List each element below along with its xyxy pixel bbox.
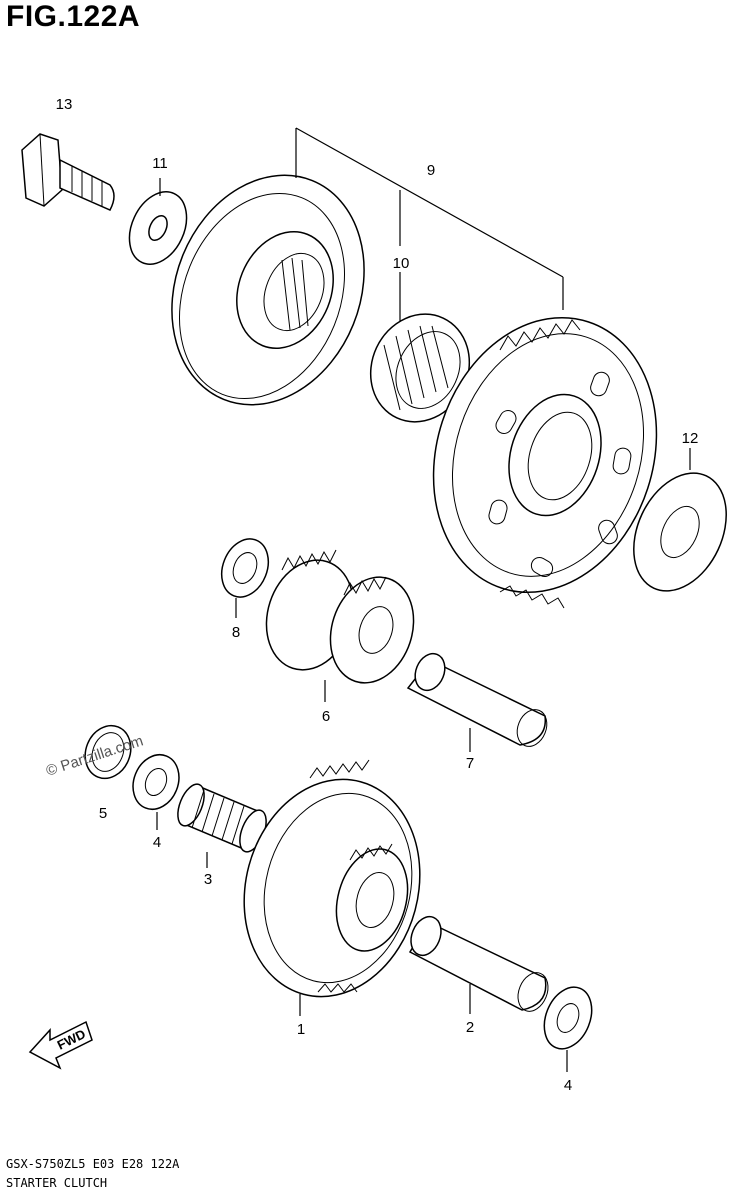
figure-title: FIG.122A: [6, 0, 141, 33]
leader-lines: [156, 127, 691, 1072]
washer-8: [220, 538, 270, 598]
callout-6: 6: [322, 708, 330, 725]
washer-12: [633, 472, 727, 592]
callout-10: 10: [393, 255, 410, 272]
starter-clutch-housing-9: [171, 174, 365, 406]
starter-drive-gear-1: [243, 759, 421, 998]
circlip-5: [84, 724, 132, 780]
starter-driven-gear: [432, 316, 658, 609]
callout-4-upper: 4: [153, 834, 161, 851]
shaft-7: [406, 652, 548, 747]
callout-labels: 13 11 9 10 12 8 6 7 5 4 3 1 2 4: [56, 96, 699, 1094]
callout-3: 3: [204, 871, 212, 888]
needle-bearing-10: [369, 313, 471, 423]
callout-4-lower: 4: [564, 1077, 572, 1094]
callout-1: 1: [297, 1021, 305, 1038]
idle-gear-6: [265, 549, 415, 684]
callout-9: 9: [427, 162, 435, 179]
callout-13: 13: [56, 96, 73, 113]
needle-bearing-3: [177, 783, 267, 853]
callout-12: 12: [682, 430, 699, 447]
washer-11: [128, 191, 188, 265]
fwd-arrow-icon: FWD: [28, 1020, 93, 1070]
callout-11: 11: [152, 155, 168, 172]
washer-4-lower: [543, 986, 593, 1050]
bolt-13: [21, 133, 115, 211]
model-code-caption: GSX-S750ZL5 E03 E28 122A: [6, 1157, 180, 1171]
callout-2: 2: [466, 1019, 474, 1036]
callout-8: 8: [232, 624, 240, 641]
washer-4-upper: [132, 754, 180, 810]
callout-7: 7: [466, 755, 474, 772]
section-name-caption: STARTER CLUTCH: [6, 1176, 108, 1190]
shaft-2: [408, 915, 549, 1012]
callout-5: 5: [99, 805, 107, 822]
